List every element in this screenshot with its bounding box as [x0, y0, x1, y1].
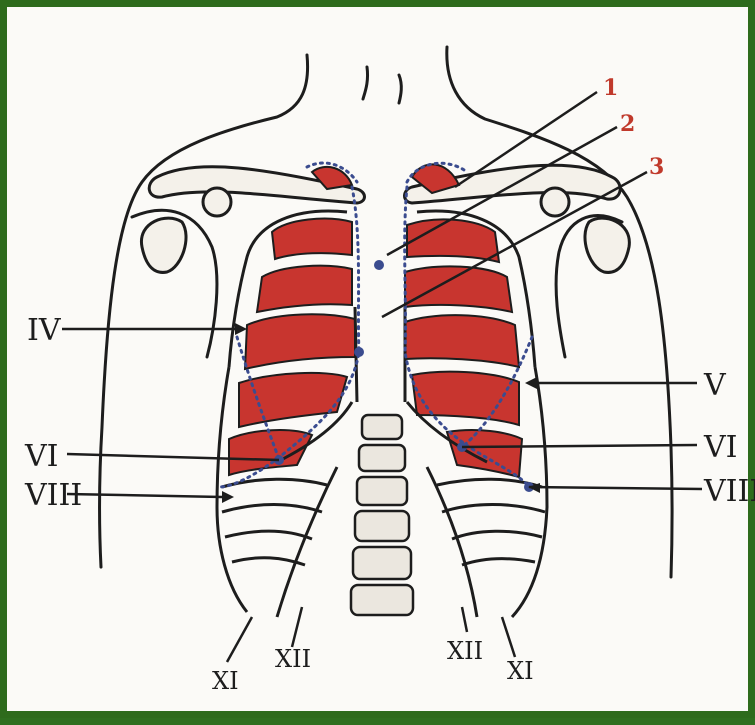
- right-lung-band-1: [407, 219, 499, 262]
- leader-viii-right: [529, 487, 702, 489]
- right-lower-rib-4: [462, 559, 535, 565]
- vertebra: [353, 547, 411, 579]
- arrowhead: [222, 491, 234, 503]
- right-shoulder-outline: [447, 47, 672, 577]
- left-humeral-head: [141, 218, 186, 272]
- right-lower-rib-3: [452, 531, 542, 539]
- label-2: 2: [620, 111, 635, 137]
- left-lower-rib-3: [225, 531, 312, 539]
- vertebra: [355, 511, 409, 541]
- leader-xii-left: [292, 607, 302, 647]
- right-lung-band-5: [447, 430, 522, 477]
- left-lower-rib-2: [222, 505, 322, 513]
- neck-line-right: [399, 75, 401, 103]
- label-right-v: V: [703, 368, 727, 403]
- right-xii-rib: [427, 467, 477, 617]
- label-right-vi: VI: [703, 430, 738, 465]
- label-left-viii: VIII: [24, 478, 82, 513]
- arrowhead: [235, 323, 247, 335]
- right-lung-band-3: [405, 315, 519, 367]
- left-acromion: [203, 188, 231, 216]
- right-humeral-head: [585, 218, 629, 272]
- label-bottom-xi-right: XI: [507, 657, 534, 685]
- label-bottom-xii-left: XII: [275, 645, 311, 673]
- label-right-viii: VIII: [703, 474, 755, 509]
- label-1: 1: [603, 75, 618, 101]
- arrowhead: [525, 377, 537, 389]
- left-lung-band-4: [239, 373, 347, 427]
- thorax-diagram: 1 2 3 IV V VI VI VIII VIII XI XII XII XI: [7, 7, 755, 725]
- right-acromion: [541, 188, 569, 216]
- label-bottom-xii-right: XII: [447, 637, 483, 665]
- label-3: 3: [649, 154, 664, 180]
- landmark-point: [374, 260, 384, 270]
- right-lower-rib-2: [442, 505, 545, 513]
- leader-xi-left: [227, 617, 252, 662]
- leader-xii-right: [462, 607, 467, 632]
- leader-viii-left: [67, 494, 222, 497]
- left-xii-rib: [277, 467, 337, 617]
- left-lung-band-2: [257, 266, 352, 312]
- right-lung-band-4: [412, 372, 519, 425]
- leader-xi-right: [502, 617, 515, 657]
- right-lung-band-2: [405, 266, 512, 312]
- vertebra: [359, 445, 405, 471]
- spine: [351, 415, 413, 615]
- neck-line-left: [363, 67, 368, 99]
- vertebra: [351, 585, 413, 615]
- vertebra: [362, 415, 402, 439]
- left-lung-band-3: [245, 314, 355, 369]
- vertebra: [357, 477, 407, 505]
- left-shoulder-outline: [100, 55, 308, 567]
- label-bottom-xi-left: XI: [212, 667, 239, 695]
- left-lung-band-1: [272, 219, 352, 259]
- landmark-point: [354, 347, 364, 357]
- label-left-iv: IV: [27, 313, 62, 348]
- label-left-vi: VI: [24, 439, 59, 474]
